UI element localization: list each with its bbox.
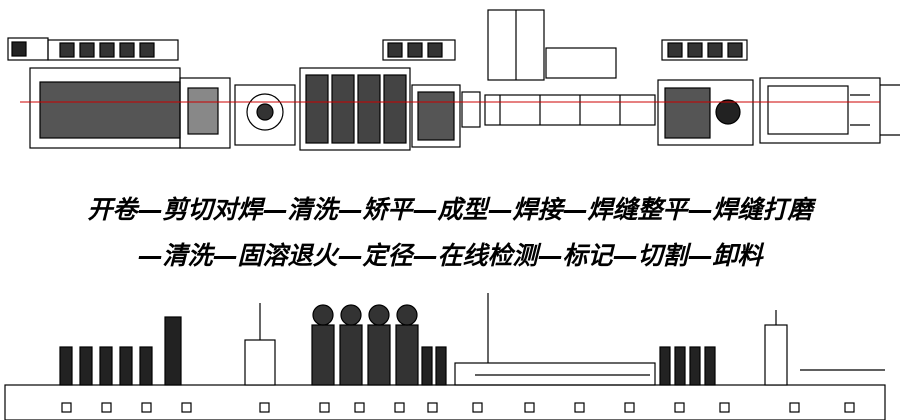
process-flow-line-1: 开卷—剪切对焊—清洗—矫平—成型—焊接—焊缝整平—焊缝打磨: [87, 195, 813, 224]
base-platform: [4, 384, 886, 420]
production-line-plan-view: [7, 9, 900, 151]
cutter: [764, 324, 788, 386]
process-flow-line-2: —清洗—固溶退火—定径—在线检测—标记—切割—卸料: [137, 241, 763, 270]
forming-stands: [59, 316, 182, 386]
unloading-section: [759, 77, 900, 144]
forming-welding-section: [382, 9, 656, 148]
production-line-side-view: [4, 293, 886, 420]
sizing-section: [657, 39, 754, 146]
sizing-stands: [311, 304, 419, 386]
uncoiler-section: [7, 37, 231, 149]
cleaning-leveling-section: [234, 67, 411, 151]
